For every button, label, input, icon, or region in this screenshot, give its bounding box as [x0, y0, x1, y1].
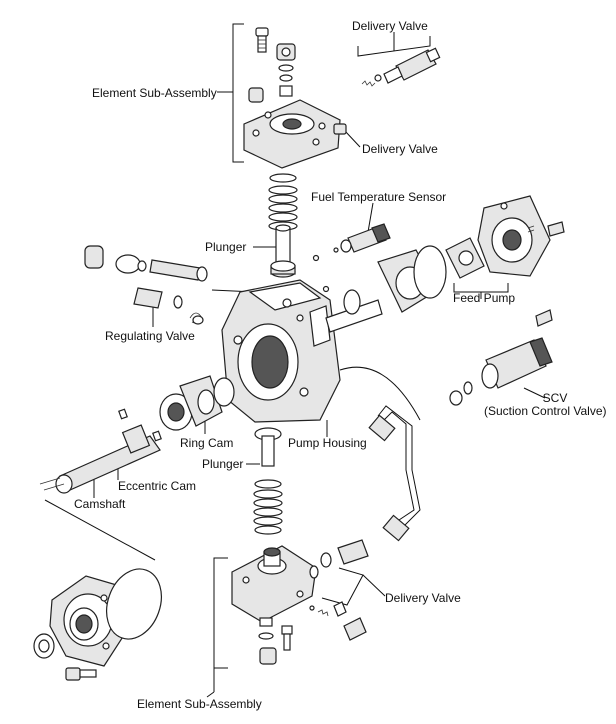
label-scv: SCV [542, 391, 568, 405]
label-camshaft: Camshaft [74, 497, 126, 511]
fuel-pipe [368, 405, 421, 542]
label-regulating-valve: Regulating Valve [105, 329, 195, 343]
lower-plunger-parts [253, 427, 283, 535]
leader-lines [44, 23, 546, 698]
camshaft-parts [39, 375, 235, 494]
label-feed-pump: Feed Pump [453, 291, 516, 305]
feed-pump-parts [377, 195, 565, 313]
element-sub-assembly-top-parts [243, 27, 347, 169]
label-plunger-upper: Plunger [205, 240, 247, 254]
label-ring-cam: Ring Cam [180, 436, 234, 450]
fuel-temperature-sensor-part [333, 223, 391, 253]
pump-housing-body [221, 279, 383, 423]
label-element-sub-assembly-top: Element Sub-Assembly [92, 86, 217, 100]
label-element-sub-assembly-bottom: Element Sub-Assembly [137, 697, 262, 711]
regulating-valve-parts [84, 245, 208, 325]
delivery-valve-top-parts [361, 47, 441, 87]
label-fuel-temperature-sensor: Fuel Temperature Sensor [311, 190, 447, 204]
label-eccentric-cam: Eccentric Cam [118, 479, 197, 493]
label-pump-housing: Pump Housing [288, 436, 367, 450]
label-delivery-valve-lower: Delivery Valve [385, 591, 461, 605]
element-sub-assembly-bottom-parts [231, 539, 369, 665]
scv-parts [449, 309, 553, 406]
label-delivery-valve-upper: Delivery Valve [362, 142, 438, 156]
upper-plunger-parts [268, 173, 330, 293]
drive-flange-parts [33, 568, 162, 681]
label-plunger-lower: Plunger [202, 457, 244, 471]
label-delivery-valve-top: Delivery Valve [352, 19, 428, 33]
label-scv-full: (Suction Control Valve) [484, 404, 607, 418]
